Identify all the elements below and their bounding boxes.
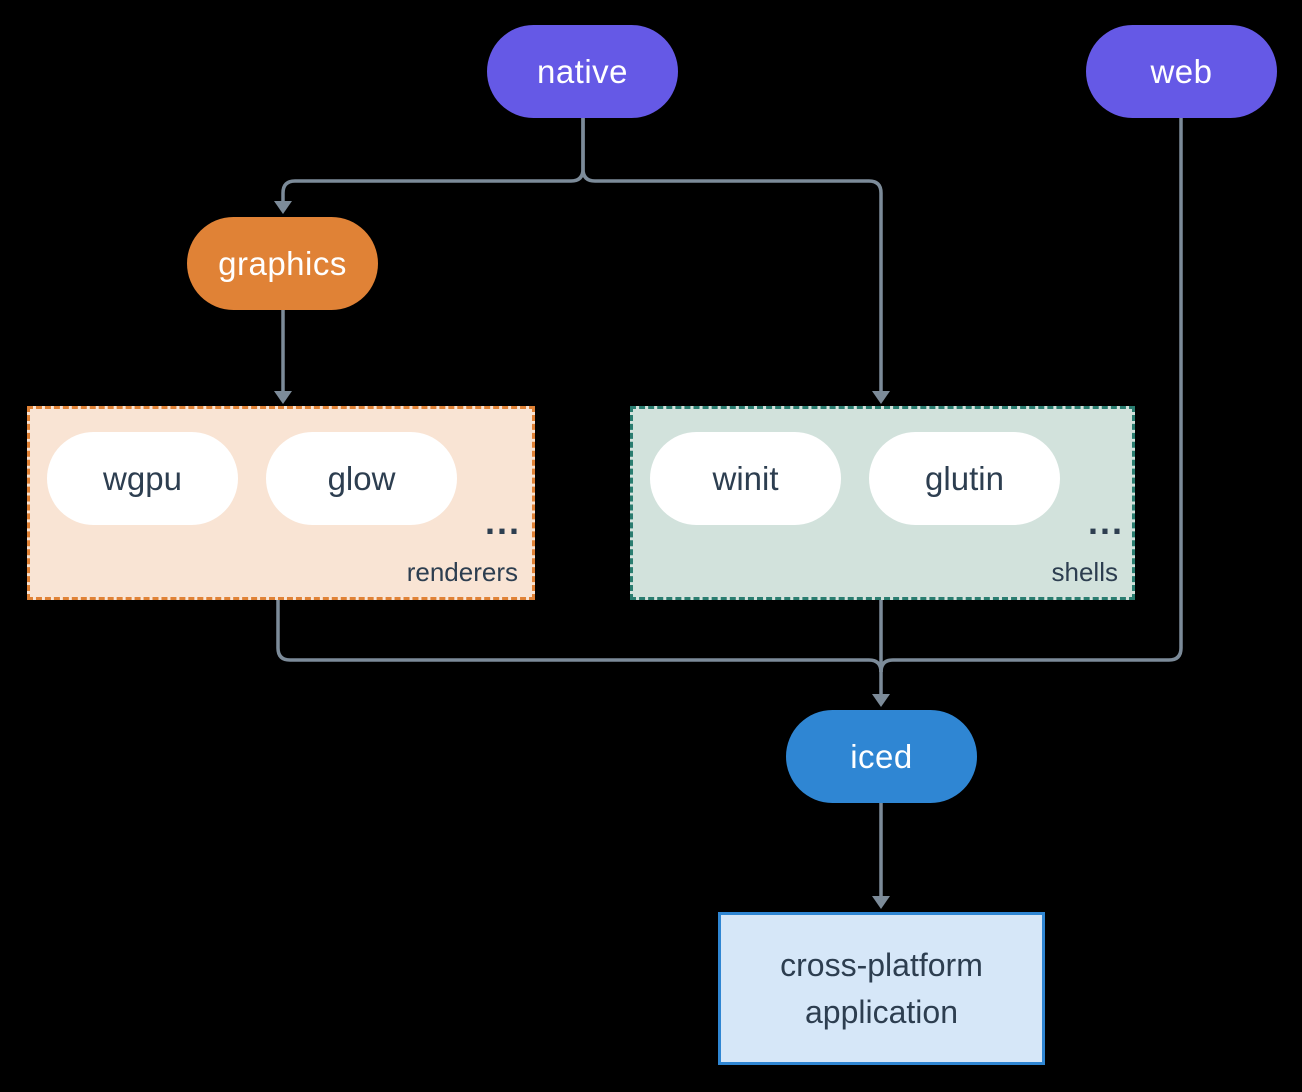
renderers-group-label: renderers	[406, 557, 518, 587]
node-native: native	[487, 25, 678, 118]
edge-native-to-shells	[581, 118, 883, 391]
arrowhead-into-renderers	[274, 391, 292, 404]
node-wgpu: wgpu	[47, 432, 238, 525]
arrowhead-into-iced	[872, 694, 890, 707]
node-graphics: graphics	[187, 217, 378, 310]
node-iced: iced	[786, 710, 977, 803]
shells-ellipsis: ...	[1088, 500, 1125, 542]
edge-native-to-graphics	[281, 118, 585, 201]
edge-renderers-to-merge	[276, 600, 883, 673]
node-glow: glow	[266, 432, 457, 525]
shells-group-label: shells	[1051, 557, 1118, 587]
node-cross-platform-application: cross-platform application	[718, 912, 1045, 1065]
arrowhead-into-graphics	[274, 201, 292, 214]
group-renderers: wgpu glow ... renderers	[27, 406, 535, 600]
arrowhead-into-shells	[872, 391, 890, 404]
arrowhead-into-application	[872, 896, 890, 909]
node-web: web	[1086, 25, 1277, 118]
node-winit: winit	[650, 432, 841, 525]
renderers-ellipsis: ...	[485, 500, 522, 542]
node-glutin: glutin	[869, 432, 1060, 525]
group-shells: winit glutin ... shells	[630, 406, 1135, 600]
